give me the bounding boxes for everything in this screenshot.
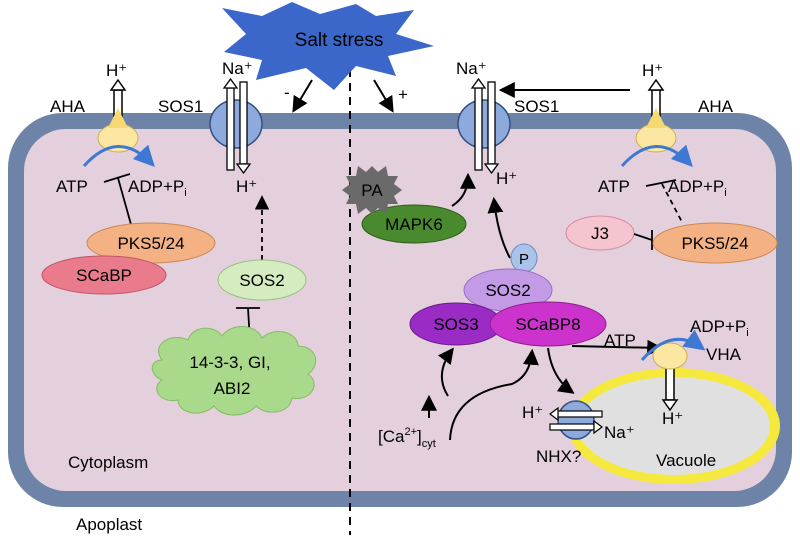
calcium-to-sos3-arrow xyxy=(437,347,454,397)
calcium-label: [Ca2+]cyt xyxy=(378,426,436,450)
pks-dashed-line-right xyxy=(661,183,683,223)
vha-label: VHA xyxy=(706,345,742,364)
apoplast-label: Apoplast xyxy=(76,515,142,534)
j3-inhibits-pks-line xyxy=(633,233,653,241)
sos1-h-arrow-left xyxy=(235,163,252,175)
scabp8-to-nhx-arrow xyxy=(547,347,575,394)
positive-effect-sign: + xyxy=(398,85,408,104)
atp-inhibition-bar-right xyxy=(645,179,677,187)
sos1-na-arrow-right xyxy=(470,77,487,89)
negative-effect-arrow xyxy=(292,79,313,113)
sos1-h-pore-left xyxy=(239,81,248,165)
adp-label-right: ADP+Pi xyxy=(668,177,727,199)
regulator-cloud-line2: ABI2 xyxy=(214,379,251,398)
aha-atp-arrow-left xyxy=(82,144,155,168)
cytoplasm-label: Cytoplasm xyxy=(68,453,148,472)
aha-proton-left: H⁺ xyxy=(106,61,127,80)
sos1-na-pore-left xyxy=(226,87,235,171)
vha-adp-label: ADP+Pi xyxy=(690,317,749,339)
phospho-p-label: P xyxy=(519,251,529,268)
sos2-left xyxy=(217,259,307,301)
vha-atp-label: ATP xyxy=(604,331,636,350)
sos1-label-right: SOS1 xyxy=(514,97,559,116)
sos1-na-left: Na⁺ xyxy=(222,59,253,78)
sos1-na-pore-right xyxy=(474,87,483,171)
sos1-channel-left xyxy=(209,99,263,149)
scabp-label-left: SCaBP xyxy=(76,266,132,285)
nhx-na-pore xyxy=(549,423,595,431)
vha-atp-arrow xyxy=(640,329,706,361)
sos3-label: SOS3 xyxy=(433,315,478,334)
positive-effect-arrow xyxy=(373,79,394,113)
vha-h-label: H⁺ xyxy=(662,409,683,428)
atp-label-left: ATP xyxy=(56,177,88,196)
aha-proton-arrow-left xyxy=(109,78,127,91)
pks-inhibition-line-left xyxy=(117,177,133,229)
vha-proton-arrow xyxy=(661,399,679,412)
aha-atp-arrow-right xyxy=(620,144,693,168)
aha-pump-right-top xyxy=(646,108,666,128)
j3-label: J3 xyxy=(591,224,609,243)
vha-pump xyxy=(652,342,688,370)
nhx-channel xyxy=(557,400,595,440)
nhx-h-label: H⁺ xyxy=(522,403,543,422)
pa-label: PA xyxy=(361,181,383,200)
aha-label-left: AHA xyxy=(50,97,86,116)
salt-stress-star xyxy=(222,2,434,90)
nhx-h-pore xyxy=(557,410,603,418)
calcium-to-scabp8-arrow xyxy=(449,348,539,441)
adp-label-left: ADP+Pi xyxy=(128,177,187,199)
regulator-cloud-line1: 14-3-3, GI, xyxy=(189,353,270,372)
pks5-24-label-left: PKS5/24 xyxy=(117,234,184,253)
nhx-label: NHX? xyxy=(536,447,581,466)
vacuole xyxy=(578,377,770,475)
sos1-na-arrow-left xyxy=(222,77,239,89)
salt-stress-label: Salt stress xyxy=(295,30,384,51)
aha-proton-right: H⁺ xyxy=(642,61,663,80)
pks-inhibition-bar-left xyxy=(103,173,131,183)
negative-effect-sign: - xyxy=(284,83,290,102)
scabp8 xyxy=(489,301,607,347)
pa-starburst xyxy=(342,166,402,214)
sos1-h-arrow-right xyxy=(483,163,500,175)
sos1-h-pore-right xyxy=(487,81,496,165)
sos1-h-right: H⁺ xyxy=(496,169,517,188)
pks5-24-right xyxy=(652,222,778,264)
scabp-left xyxy=(41,255,167,295)
sos1-na-right: Na⁺ xyxy=(456,59,487,78)
aha-pump-left-top xyxy=(108,108,128,128)
atp-label-right: ATP xyxy=(598,177,630,196)
sos2-label-right: SOS2 xyxy=(485,281,530,300)
mapk6 xyxy=(361,204,467,244)
vacuole-label: Vacuole xyxy=(656,451,716,470)
j3 xyxy=(565,215,635,251)
nhx-h-arrow xyxy=(549,406,559,422)
sos1-channel-right xyxy=(457,99,511,149)
sos2-label-left: SOS2 xyxy=(239,271,284,290)
pks5-24-label-right: PKS5/24 xyxy=(681,234,748,253)
mapk6-to-sos1-arrow xyxy=(451,172,476,207)
sos2-to-sos1-arrow-right xyxy=(487,196,511,259)
scabp8-label: SCaBP8 xyxy=(515,315,580,334)
sos1-h-left: H⁺ xyxy=(236,177,257,196)
aha-proton-arrow-right xyxy=(647,78,665,91)
nhx-na-label: Na⁺ xyxy=(604,423,635,442)
sos1-label-left: SOS1 xyxy=(158,97,203,116)
mapk6-label: MAPK6 xyxy=(385,215,443,234)
aha-label-right: AHA xyxy=(698,97,734,116)
nhx-na-arrow xyxy=(593,419,603,435)
regulator-cloud xyxy=(151,326,317,416)
scabp8-to-vha-arrow xyxy=(571,339,664,356)
